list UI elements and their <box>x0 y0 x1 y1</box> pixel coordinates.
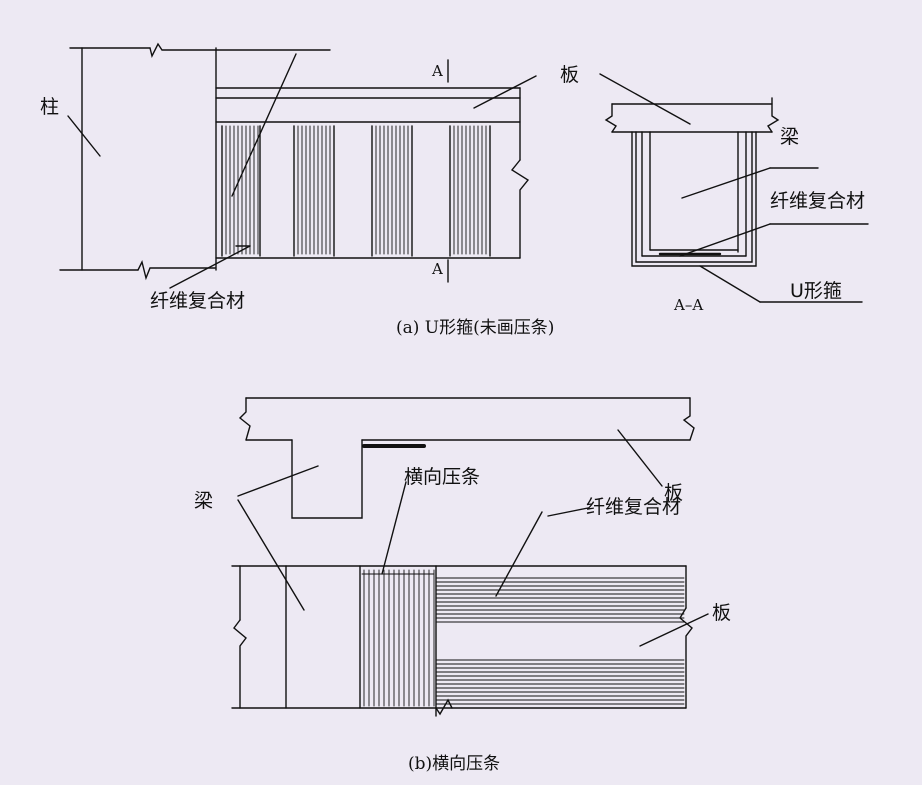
fig-a-leaders <box>67 53 691 289</box>
label-beam: 梁 <box>780 126 800 148</box>
frp-hoop-band <box>371 125 413 257</box>
label-frp-main: 纤维复合材 <box>150 290 246 312</box>
column-top-break <box>149 42 331 59</box>
frp-hoop-band <box>293 125 335 257</box>
bottom-break <box>137 259 216 281</box>
section-mark-top: A <box>432 62 443 80</box>
label-slab-plan: 板 <box>712 602 732 624</box>
fig-b-plan <box>231 565 693 717</box>
frp-sheet-band <box>435 659 685 705</box>
label-frp-b: 纤维复合材 <box>586 496 682 518</box>
frp-hoop-band <box>449 125 491 257</box>
beam-right-break <box>510 159 530 259</box>
frp-sheet-band <box>435 577 685 623</box>
fig-a-section <box>604 97 869 303</box>
section-title: A–A <box>674 296 704 314</box>
fig-a-elevation <box>59 42 530 283</box>
fig-a-frp-hoops <box>221 125 491 257</box>
fig-b-hatching <box>361 569 685 707</box>
transverse-strip-hatch <box>361 569 435 707</box>
label-slab: 板 <box>560 64 580 86</box>
fig-b-leaders <box>237 481 709 647</box>
sec-right-break <box>767 97 780 133</box>
section-mark-bottom: A <box>432 260 443 278</box>
label-u-hoop: U形箍 <box>790 280 842 302</box>
label-beam-b: 梁 <box>194 490 214 512</box>
label-column: 柱 <box>40 96 60 118</box>
caption-a: (a) U形箍(未画压条) <box>396 318 555 338</box>
label-slab-top: 板 <box>664 482 684 504</box>
sec-left-break <box>604 103 617 133</box>
fig-b-section <box>237 397 695 519</box>
label-frp-section: 纤维复合材 <box>770 190 866 212</box>
beam-section-outline <box>291 439 363 519</box>
label-transverse-strip: 横向压条 <box>404 466 481 488</box>
caption-b: (b)横向压条 <box>408 754 501 774</box>
